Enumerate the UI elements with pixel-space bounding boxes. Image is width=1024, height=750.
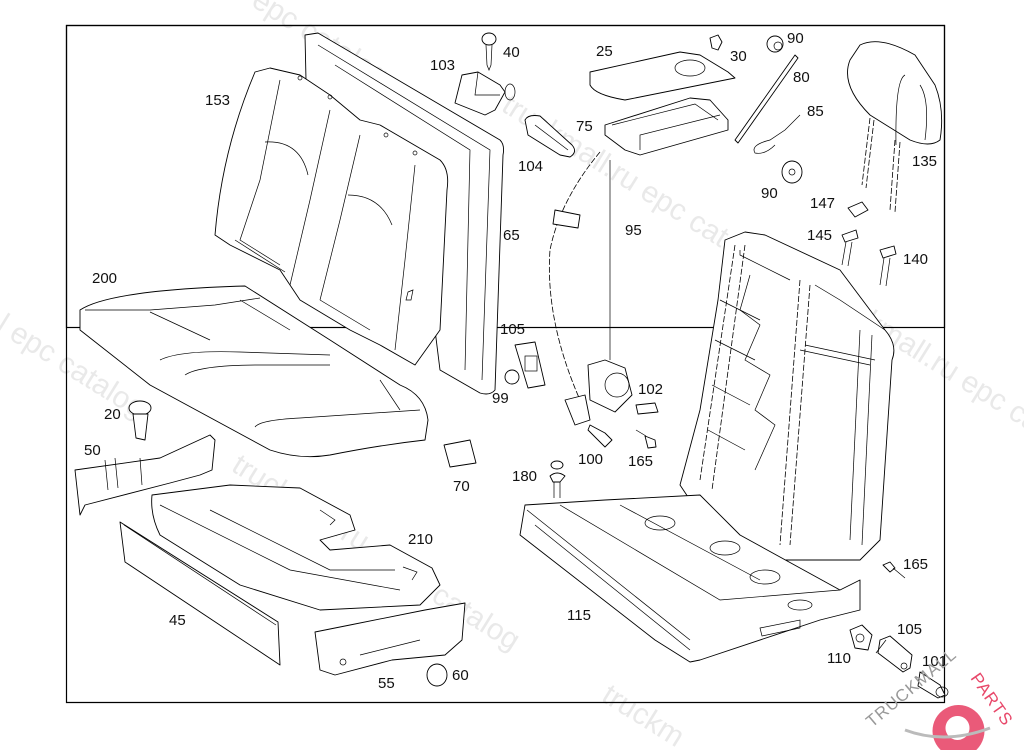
callout-147: 147 bbox=[810, 195, 835, 212]
part-seatbelt-retractor bbox=[587, 359, 633, 413]
callout-180: 180 bbox=[512, 468, 537, 485]
callout-40: 40 bbox=[503, 44, 520, 61]
callout-103: 103 bbox=[430, 57, 455, 74]
callout-90: 90 bbox=[787, 30, 804, 47]
part-90-nut bbox=[766, 35, 784, 53]
callout-145: 145 bbox=[807, 227, 832, 244]
callout-25: 25 bbox=[596, 43, 613, 60]
callout-165: 165 bbox=[903, 556, 928, 573]
callout-104: 104 bbox=[518, 158, 543, 175]
diagram-border bbox=[65, 24, 946, 704]
part-102-bolt bbox=[635, 402, 659, 415]
gear-swoosh-icon bbox=[904, 726, 991, 739]
part-101-bolt bbox=[917, 671, 949, 699]
callout-153: 153 bbox=[205, 92, 230, 109]
part-30-clip bbox=[709, 34, 723, 51]
callout-200: 200 bbox=[92, 270, 117, 287]
part-103-bracket bbox=[454, 71, 516, 116]
part-95-seatbelt bbox=[549, 151, 611, 426]
part-50-side-trim bbox=[74, 434, 216, 516]
part-180-bolt bbox=[549, 460, 566, 498]
callout-60: 60 bbox=[452, 667, 469, 684]
callout-99: 99 bbox=[492, 390, 509, 407]
callout-95: 95 bbox=[625, 222, 642, 239]
part-110-bushing bbox=[849, 624, 873, 651]
callout-70: 70 bbox=[453, 478, 470, 495]
part-20-push-pin bbox=[128, 400, 152, 441]
callout-110: 110 bbox=[827, 650, 851, 667]
part-75-tray bbox=[604, 97, 729, 156]
part-85-spring bbox=[753, 114, 801, 154]
part-140-guide-sleeve bbox=[879, 245, 897, 287]
part-145-guide-sleeve bbox=[841, 229, 859, 267]
callout-20: 20 bbox=[104, 406, 121, 423]
part-25-tray-lid bbox=[589, 51, 736, 101]
callout-115: 115 bbox=[567, 607, 591, 624]
callout-65: 65 bbox=[503, 227, 520, 244]
callout-55: 55 bbox=[378, 675, 395, 692]
part-40-screw bbox=[481, 32, 497, 71]
part-165-pin bbox=[635, 429, 657, 449]
part-165-pin bbox=[882, 561, 906, 579]
callout-101: 101 bbox=[922, 653, 947, 670]
callout-85: 85 bbox=[807, 103, 824, 120]
callout-90: 90 bbox=[761, 185, 778, 202]
part-210-seat-pan bbox=[151, 484, 441, 611]
part-135-headrest bbox=[847, 41, 943, 213]
callout-45: 45 bbox=[169, 612, 186, 629]
callout-80: 80 bbox=[793, 69, 810, 86]
gear-logo-icon bbox=[932, 705, 985, 750]
callout-105: 105 bbox=[500, 321, 525, 338]
callout-labels: 153 103 40 25 30 90 80 85 75 104 90 135 … bbox=[84, 30, 947, 692]
part-104-handle bbox=[524, 115, 575, 158]
part-45-front-panel bbox=[119, 521, 281, 666]
callout-135: 135 bbox=[912, 153, 937, 170]
part-100-bolt bbox=[587, 424, 613, 448]
part-105-lower-buckle bbox=[875, 635, 913, 673]
callout-75: 75 bbox=[576, 118, 593, 135]
callout-165: 165 bbox=[628, 453, 653, 470]
part-99-washer bbox=[504, 369, 520, 385]
callout-140: 140 bbox=[903, 251, 928, 268]
part-153-backrest-cushion bbox=[214, 67, 449, 366]
part-115-seat-base bbox=[519, 494, 861, 663]
callout-210: 210 bbox=[408, 531, 433, 548]
part-90-washer bbox=[781, 160, 803, 184]
callout-102: 102 bbox=[638, 381, 663, 398]
callout-50: 50 bbox=[84, 442, 101, 459]
part-105-buckle bbox=[514, 341, 546, 389]
watermark: truckm bbox=[596, 678, 690, 750]
callout-100: 100 bbox=[578, 451, 603, 468]
part-55-side-trim bbox=[314, 602, 466, 676]
callout-30: 30 bbox=[730, 48, 747, 65]
part-70-clip bbox=[443, 439, 477, 468]
part-80-rod bbox=[734, 54, 799, 144]
callout-105: 105 bbox=[897, 621, 922, 638]
part-147-guide bbox=[847, 201, 869, 218]
part-200-seat-cushion bbox=[79, 285, 429, 458]
part-60-button bbox=[426, 663, 448, 687]
